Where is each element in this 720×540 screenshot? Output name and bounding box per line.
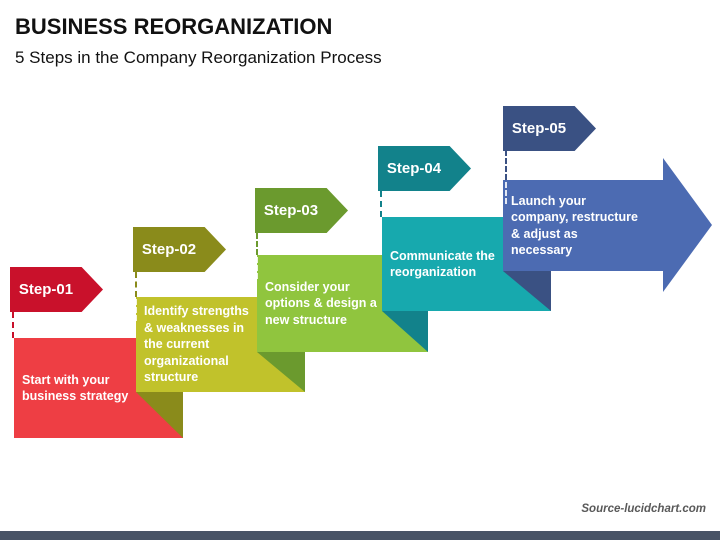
step-2-arrow-badge: Step-02 <box>133 227 226 272</box>
step-5-connector-dashed-line-inner <box>505 182 507 204</box>
step-2-label: Step-02 <box>141 241 197 258</box>
step-1-connector-dashed-line-inner <box>12 340 14 362</box>
step-3-description: Consider your options & design a new str… <box>265 279 377 327</box>
page-subtitle: 5 Steps in the Company Reorganization Pr… <box>15 48 382 67</box>
step-1-description-box: Start with your business strategy <box>14 338 183 438</box>
step-1-description: Start with your business strategy <box>22 372 129 404</box>
step-5-description-box: Launch your company, restructure & adjus… <box>503 180 663 271</box>
step-5-description: Launch your company, restructure & adjus… <box>511 193 638 258</box>
step-2-connector-dashed-line <box>135 272 137 297</box>
step-4-connector-dashed-line <box>380 191 382 217</box>
step-1-label: Step-01 <box>18 281 74 298</box>
step-3-connector-dashed-line <box>256 233 258 255</box>
step-5-fold-triangle <box>503 271 551 311</box>
step-2-fold-triangle <box>136 392 183 438</box>
step-3-label: Step-03 <box>263 202 319 219</box>
step-4-description-box: Communicate the reorganization <box>382 217 551 311</box>
step-5-label: Step-05 <box>511 120 567 137</box>
step-4-label: Step-04 <box>386 160 442 177</box>
source-credit: Source-lucidchart.com <box>581 503 706 515</box>
step-5-connector-dashed-line <box>505 150 507 180</box>
step-4-description: Communicate the reorganization <box>390 248 495 280</box>
step-3-description-box: Consider your options & design a new str… <box>257 255 428 352</box>
step-3-fold-triangle <box>257 352 305 392</box>
step-5-arrowhead <box>663 158 712 292</box>
step-3-connector-dashed-line-inner <box>256 257 258 279</box>
step-3-arrow-badge: Step-03 <box>255 188 348 233</box>
step-4-arrow-badge: Step-04 <box>378 146 471 191</box>
step-2-connector-dashed-line-inner <box>135 299 137 321</box>
step-1-connector-dashed-line <box>12 312 14 338</box>
page-title: BUSINESS REORGANIZATION <box>15 14 333 39</box>
step-4-fold-triangle <box>382 311 428 352</box>
step-5-arrow-badge: Step-05 <box>503 106 596 151</box>
step-1-arrow-badge: Step-01 <box>10 267 103 312</box>
step-2-description: Identify strengths & weaknesses in the c… <box>144 304 249 385</box>
step-2-description-box: Identify strengths & weaknesses in the c… <box>136 297 305 392</box>
bottom-bar <box>0 531 720 540</box>
step-4-connector-dashed-line-inner <box>380 219 382 241</box>
